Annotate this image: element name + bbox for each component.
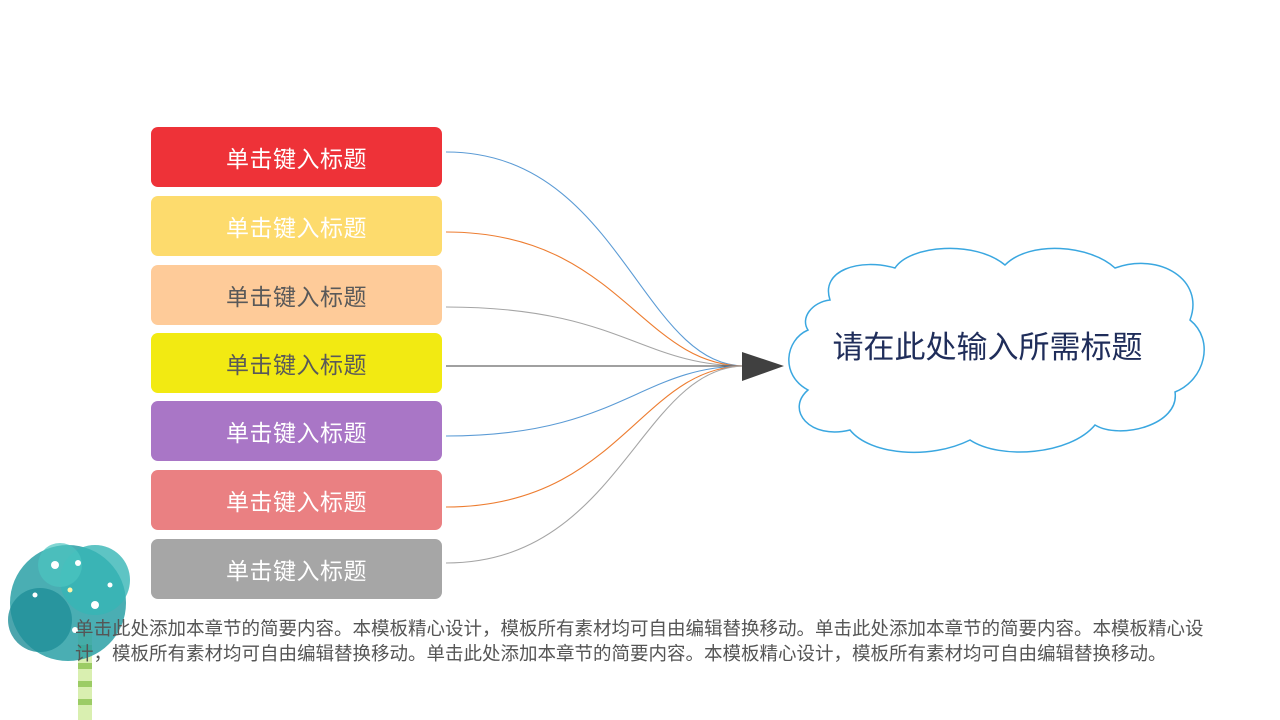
title-box-label: 单击键入标题 bbox=[226, 140, 367, 174]
title-box-label: 单击键入标题 bbox=[226, 346, 367, 380]
title-box-label: 单击键入标题 bbox=[226, 278, 367, 312]
title-box-4[interactable]: 单击键入标题 bbox=[151, 333, 442, 393]
title-box-label: 单击键入标题 bbox=[226, 483, 367, 517]
title-box-label: 单击键入标题 bbox=[226, 209, 367, 243]
connector-line-7 bbox=[446, 366, 745, 563]
connector-line-2 bbox=[446, 232, 745, 366]
title-box-7[interactable]: 单击键入标题 bbox=[151, 539, 442, 599]
title-box-2[interactable]: 单击键入标题 bbox=[151, 196, 442, 256]
title-box-5[interactable]: 单击键入标题 bbox=[151, 401, 442, 461]
body-text[interactable]: 单击此处添加本章节的简要内容。本模板精心设计，模板所有素材均可自由编辑替换移动。… bbox=[75, 617, 1205, 667]
title-box-label: 单击键入标题 bbox=[226, 552, 367, 586]
connector-line-6 bbox=[446, 366, 745, 507]
title-box-3[interactable]: 单击键入标题 bbox=[151, 265, 442, 325]
title-box-6[interactable]: 单击键入标题 bbox=[151, 470, 442, 530]
cloud-title[interactable]: 请在此处输入所需标题 bbox=[800, 322, 1175, 367]
title-box-label: 单击键入标题 bbox=[226, 414, 367, 448]
connector-line-5 bbox=[446, 366, 745, 436]
title-box-1[interactable]: 单击键入标题 bbox=[151, 127, 442, 187]
arrow-head-icon bbox=[742, 352, 784, 381]
connector-line-1 bbox=[446, 152, 745, 366]
